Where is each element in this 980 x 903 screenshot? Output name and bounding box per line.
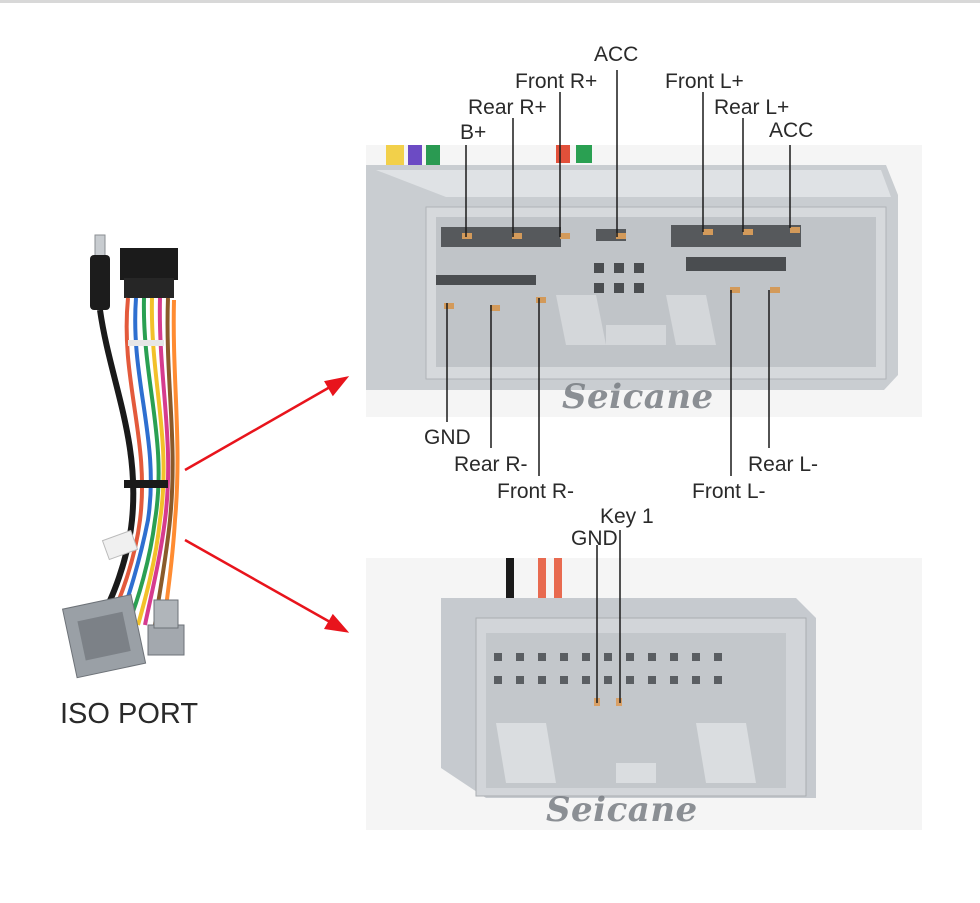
pin-label-acc-right: ACC	[769, 119, 814, 142]
seicane-watermark-bottom: Seicane	[546, 790, 698, 830]
arrow-to-top	[184, 385, 331, 472]
pin-label-rear-r-plus: Rear R+	[468, 96, 547, 119]
arrow-to-bottom	[184, 538, 331, 624]
pin-label-b-plus: B+	[460, 121, 487, 144]
top-connector-photo: Seicane	[366, 145, 922, 417]
bottom-connector-photo: Seicane	[366, 558, 922, 830]
top-connector-illustration	[366, 145, 898, 390]
pin-label-gnd-top: GND	[424, 426, 471, 449]
top-divider	[0, 0, 980, 3]
pin-label-gnd-bottom: GND	[571, 527, 618, 550]
arrow-head-bottom	[323, 613, 350, 633]
pin-label-front-l-plus: Front L+	[665, 70, 744, 93]
pin-label-rear-r-minus: Rear R-	[454, 453, 528, 476]
arrows	[184, 376, 350, 633]
arrow-head-top	[324, 376, 350, 397]
seicane-watermark-top: Seicane	[562, 377, 714, 417]
bottom-connector-illustration	[441, 558, 816, 798]
pin-label-rear-l-minus: Rear L-	[748, 453, 819, 476]
iso-port-label: ISO PORT	[60, 698, 199, 730]
pin-label-acc-left: ACC	[594, 43, 639, 66]
leader-lines	[446, 70, 791, 703]
pin-label-front-l-minus: Front L-	[692, 480, 766, 503]
pin-label-front-r-plus: Front R+	[515, 70, 598, 93]
pin-label-rear-l-plus: Rear L+	[714, 96, 790, 119]
pin-label-front-r-minus: Front R-	[497, 480, 575, 503]
pin-label-key-1: Key 1	[600, 505, 654, 528]
